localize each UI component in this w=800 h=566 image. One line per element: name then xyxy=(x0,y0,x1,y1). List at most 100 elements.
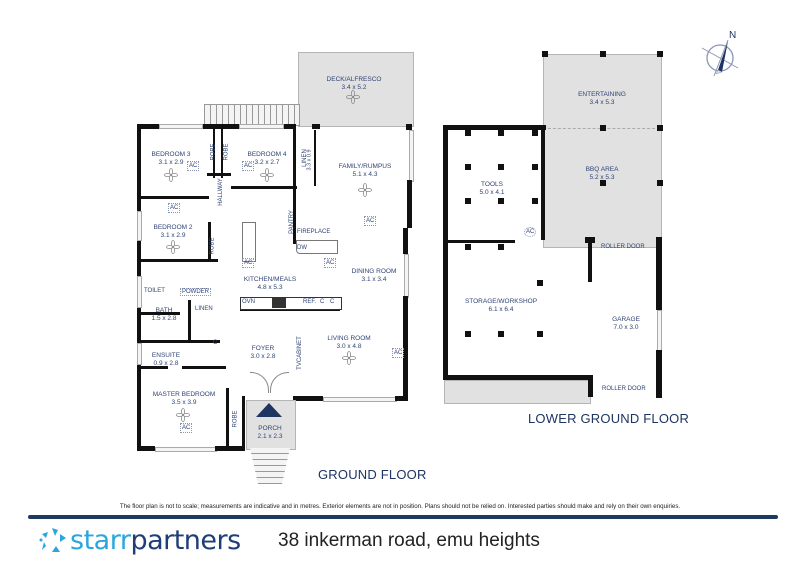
wall xyxy=(443,125,546,130)
wall xyxy=(314,130,316,186)
wall xyxy=(406,124,412,130)
ac-unit: AC xyxy=(392,348,405,358)
room-dimensions: 0.9 x 2.8 xyxy=(153,360,179,368)
room-dimensions: 3.4 x 5.2 xyxy=(341,84,367,92)
room-name: LIVING ROOM xyxy=(327,335,371,342)
label-cupboard: C xyxy=(213,340,218,346)
wall xyxy=(208,222,211,262)
label-robe: ROBE xyxy=(209,237,216,255)
room-dimensions: 3.1 x 3.4 xyxy=(361,276,387,284)
room-name: BATH xyxy=(155,307,173,314)
wall xyxy=(215,446,245,451)
window xyxy=(409,130,414,182)
ceiling-fan-icon xyxy=(358,183,372,197)
room-name: DINING ROOM xyxy=(351,268,397,275)
post xyxy=(600,125,606,131)
compass-icon xyxy=(701,39,739,77)
wall xyxy=(312,124,320,129)
wall xyxy=(656,237,662,310)
label-pantry: PANTRY xyxy=(288,210,295,234)
wall xyxy=(395,396,408,401)
room-name: KITCHEN/MEALS xyxy=(243,276,297,283)
entertaining-bbq-area xyxy=(543,54,662,248)
label-linen-dim: 3.3 x 0.9 xyxy=(306,149,313,171)
post xyxy=(465,164,471,170)
label-fridge: REF. xyxy=(303,299,317,305)
post xyxy=(657,125,663,131)
room-name: MASTER BEDROOM xyxy=(152,391,216,398)
post xyxy=(600,51,606,57)
wall xyxy=(407,180,412,228)
wall xyxy=(282,124,296,129)
room-dimensions: 3.0 x 2.8 xyxy=(250,353,276,361)
room-dimensions: 1.5 x 2.8 xyxy=(151,315,177,323)
compass-north-label: N xyxy=(729,30,737,41)
wall xyxy=(137,124,159,129)
ac-unit: AC xyxy=(187,161,200,171)
wall xyxy=(140,259,218,262)
wall xyxy=(221,124,223,178)
door-swing xyxy=(250,372,269,393)
post xyxy=(465,331,471,337)
room-dimensions: 5.2 x 5.3 xyxy=(589,174,615,182)
wall xyxy=(226,388,229,450)
wall xyxy=(293,124,296,244)
post xyxy=(498,244,504,250)
ceiling-fan-icon xyxy=(260,168,274,182)
porch-arrow-icon xyxy=(256,403,282,417)
room-name: ENTERTAINING xyxy=(578,91,626,98)
ceiling-fan-icon xyxy=(166,240,180,254)
wall xyxy=(137,446,155,451)
wall xyxy=(213,124,215,178)
wall xyxy=(140,366,168,369)
room-dimensions: 3.4 x 5.3 xyxy=(589,99,615,107)
window xyxy=(137,276,142,308)
ac-unit: AC xyxy=(324,258,337,268)
room-dimensions: 4.8 x 5.3 xyxy=(257,284,283,292)
door-swing xyxy=(270,372,289,393)
post xyxy=(657,51,663,57)
wall xyxy=(443,125,448,380)
window xyxy=(239,124,284,129)
room-name: BEDROOM 2 xyxy=(153,224,193,231)
island-bench xyxy=(242,222,256,262)
label-roller-door-bottom: ROLLER DOOR xyxy=(602,386,646,392)
footer-divider xyxy=(28,515,778,519)
disclaimer: The floor plan is not to scale; measurem… xyxy=(119,503,681,510)
ceiling-fan-icon xyxy=(342,351,356,365)
room-dimensions: 3.1 x 2.9 xyxy=(158,159,184,167)
wall xyxy=(242,396,245,451)
wall xyxy=(403,296,408,400)
wall xyxy=(588,237,592,282)
window xyxy=(159,124,203,129)
porch-stairs xyxy=(250,448,290,484)
wall xyxy=(137,196,209,199)
property-address: 38 inkerman road, emu heights xyxy=(278,530,540,551)
lower-ground-floor-title: LOWER GROUND FLOOR xyxy=(528,411,690,426)
post xyxy=(498,164,504,170)
post xyxy=(537,280,543,286)
brand-name-part1: starr xyxy=(70,525,131,556)
room-name: GARAGE xyxy=(612,316,640,323)
room-name: ENSUITE xyxy=(151,352,181,359)
wall xyxy=(140,340,220,343)
ac-unit: AC xyxy=(524,227,537,237)
room-dimensions: 3.2 x 2.7 xyxy=(254,159,280,167)
label-linen: LINEN xyxy=(195,306,213,312)
starr-logo-icon xyxy=(39,528,66,552)
label-toilet: TOILET xyxy=(144,288,165,294)
cooktop xyxy=(272,298,286,308)
room-name: BEDROOM 3 xyxy=(151,151,191,158)
post xyxy=(537,331,543,337)
post xyxy=(498,331,504,337)
wall xyxy=(656,350,662,398)
deck-area xyxy=(298,52,414,127)
